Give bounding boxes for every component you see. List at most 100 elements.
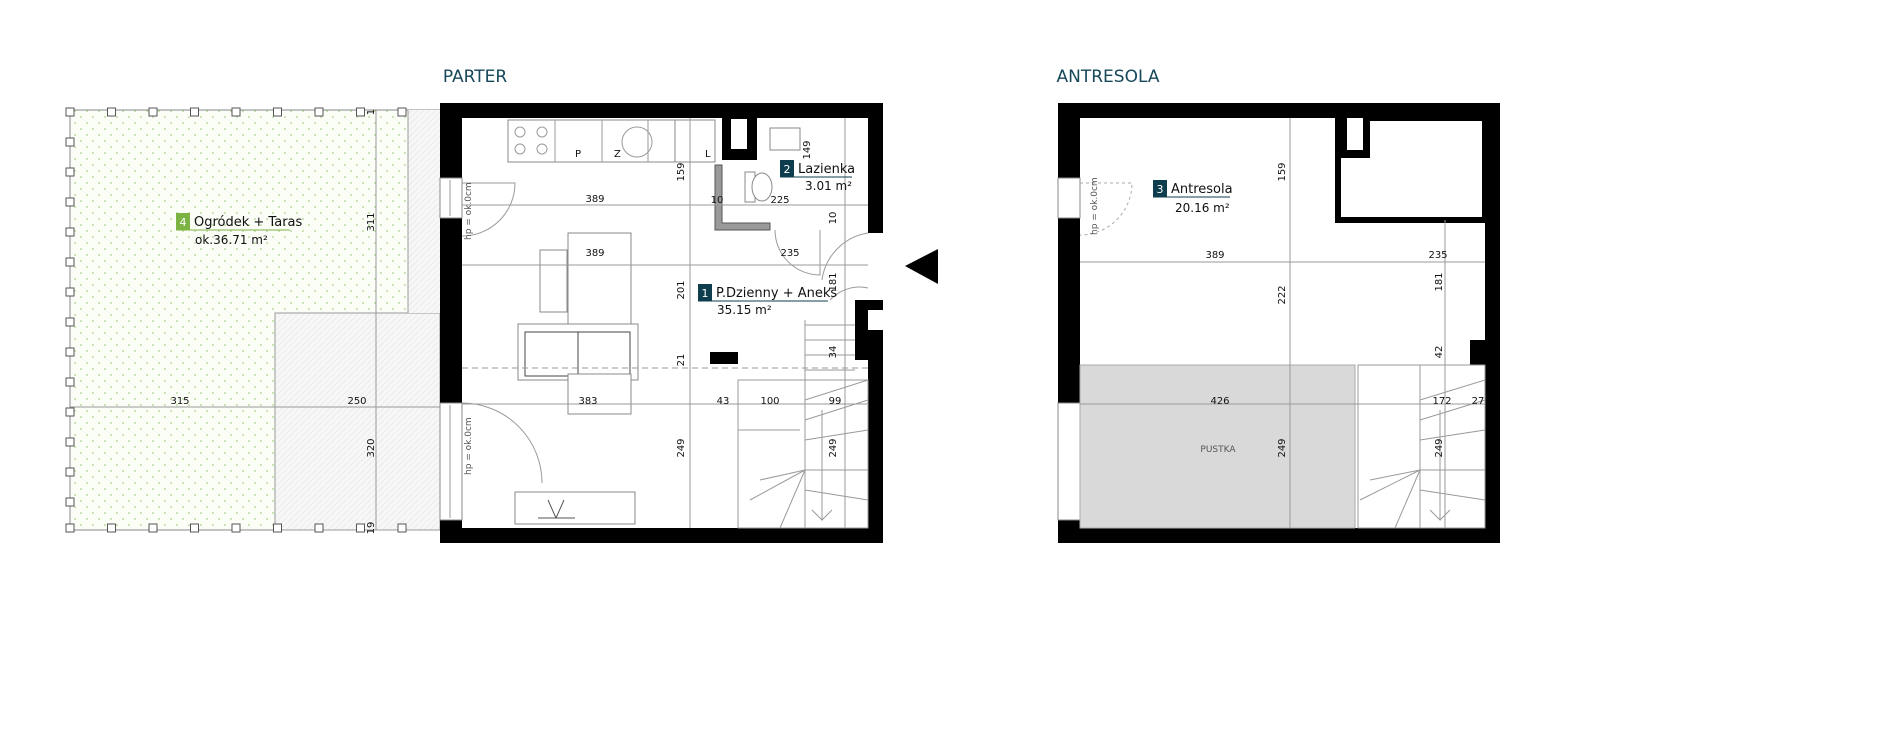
dimension-label: 42 — [1434, 346, 1445, 359]
antresola-window-bottom — [1057, 402, 1081, 521]
void-area — [1079, 364, 1356, 529]
window-note: hp = ok.0cm — [1090, 177, 1100, 235]
room-label-living: 1 P.Dzienny + Aneks 35.15 m² — [698, 284, 837, 317]
fence-post — [65, 523, 75, 533]
dimension-label: 249 — [1434, 438, 1445, 457]
void-label: PUSTKA — [1200, 445, 1236, 455]
fence-post — [65, 257, 75, 267]
dimension-label: 21 — [676, 354, 687, 367]
dining-table — [539, 232, 632, 329]
parter-walls — [440, 103, 883, 543]
room-label-antresola: 3 Antresola 20.16 m² — [1153, 180, 1233, 215]
dimension-label: 201 — [676, 280, 687, 299]
fence-post — [231, 523, 241, 533]
dimension-label: 389 — [585, 194, 604, 205]
fence-post — [190, 107, 199, 117]
dimension-label: 225 — [770, 195, 789, 206]
dimension-label: 10 — [711, 195, 724, 206]
parter-window-bottom — [439, 402, 543, 521]
fence-post — [65, 197, 75, 207]
dimension-label: 320 — [366, 438, 377, 457]
fence-post — [65, 227, 75, 237]
antresola-stairs — [1357, 364, 1486, 529]
dimension-label: 100 — [760, 396, 779, 407]
svg-text:3.01 m²: 3.01 m² — [805, 179, 852, 193]
entrance-door — [821, 232, 869, 301]
parter-dimension-lines — [462, 118, 868, 528]
kitchen-counter — [507, 119, 716, 163]
fence-post — [148, 107, 158, 117]
dimension-label: 389 — [1205, 250, 1224, 261]
window-note: hp = ok.0cm — [464, 417, 474, 475]
dimension-label: 159 — [676, 162, 687, 181]
svg-text:Ogródek + Taras: Ogródek + Taras — [194, 215, 302, 230]
dimension-label: 389 — [585, 248, 604, 259]
fence-post — [65, 377, 75, 387]
fence-post — [65, 407, 75, 417]
dimension-label: 311 — [366, 212, 377, 231]
fence-post — [397, 107, 407, 117]
dimension-label: 10 — [828, 212, 839, 225]
dimension-label: 181 — [1434, 272, 1445, 291]
antresola-dimension-lines — [1080, 118, 1485, 528]
fence-post — [314, 107, 324, 117]
fence-post — [356, 523, 365, 533]
fence-post — [148, 523, 158, 533]
svg-text:1: 1 — [702, 287, 709, 300]
antresola-window-top — [1057, 177, 1133, 236]
parter-title: PARTER — [443, 67, 507, 87]
dimension-label: 249 — [1277, 438, 1288, 457]
dimension-label: 222 — [1277, 285, 1288, 304]
dimension-label: 315 — [170, 396, 189, 407]
fence-post — [65, 137, 75, 147]
dimension-label: 383 — [578, 396, 597, 407]
fence-post — [314, 523, 324, 533]
antresola-walls — [1058, 103, 1500, 543]
dimension-label: 43 — [717, 396, 730, 407]
fence-post — [65, 107, 75, 117]
fence-post — [65, 437, 75, 447]
parter-stairs — [737, 320, 869, 529]
svg-text:ok.36.71 m²: ok.36.71 m² — [195, 233, 268, 247]
fence-post — [65, 287, 75, 297]
fence-post — [65, 317, 75, 327]
antresola-title: ANTRESOLA — [1057, 67, 1160, 87]
dimension-label: 250 — [347, 396, 366, 407]
dimension-label: 159 — [1277, 162, 1288, 181]
svg-text:35.15 m²: 35.15 m² — [717, 303, 772, 317]
tv-cabinet — [514, 491, 636, 525]
fence-post — [107, 107, 116, 117]
parter-window-top — [439, 177, 516, 237]
bathroom-door — [774, 229, 821, 276]
fence-post — [356, 107, 365, 117]
dimension-label: 149 — [802, 140, 813, 159]
garden-fence-posts — [65, 107, 407, 533]
dimension-label: 249 — [828, 438, 839, 457]
svg-text:P.Dzienny + Aneks: P.Dzienny + Aneks — [716, 286, 837, 301]
entrance-arrow-icon — [905, 249, 938, 284]
coffee-table — [567, 373, 632, 415]
svg-text:Antresola: Antresola — [1171, 182, 1233, 197]
fence-post — [65, 497, 75, 507]
fence-post — [231, 107, 241, 117]
dimension-label: 19 — [366, 522, 377, 535]
fence-post — [65, 467, 75, 477]
fence-post — [107, 523, 116, 533]
svg-text:20.16 m²: 20.16 m² — [1175, 201, 1230, 215]
dimension-label: 34 — [828, 346, 839, 359]
fence-post — [190, 523, 199, 533]
toilet — [744, 127, 801, 203]
room-label-bathroom: 2 Lazienka 3.01 m² — [780, 160, 855, 193]
dimension-label: 235 — [780, 248, 799, 259]
dimension-label: 172 — [1432, 396, 1451, 407]
sofa — [517, 323, 639, 381]
fence-post — [65, 167, 75, 177]
dimension-label: 235 — [1428, 250, 1447, 261]
fence-post — [397, 523, 407, 533]
window-note: hp = ok.0cm — [464, 182, 474, 240]
dimension-label: 1 — [366, 109, 377, 115]
dimension-label: 27 — [1472, 396, 1485, 407]
svg-text:Lazienka: Lazienka — [798, 162, 855, 177]
room-label-garden: 4 Ogródek + Taras ok.36.71 m² — [176, 213, 302, 247]
